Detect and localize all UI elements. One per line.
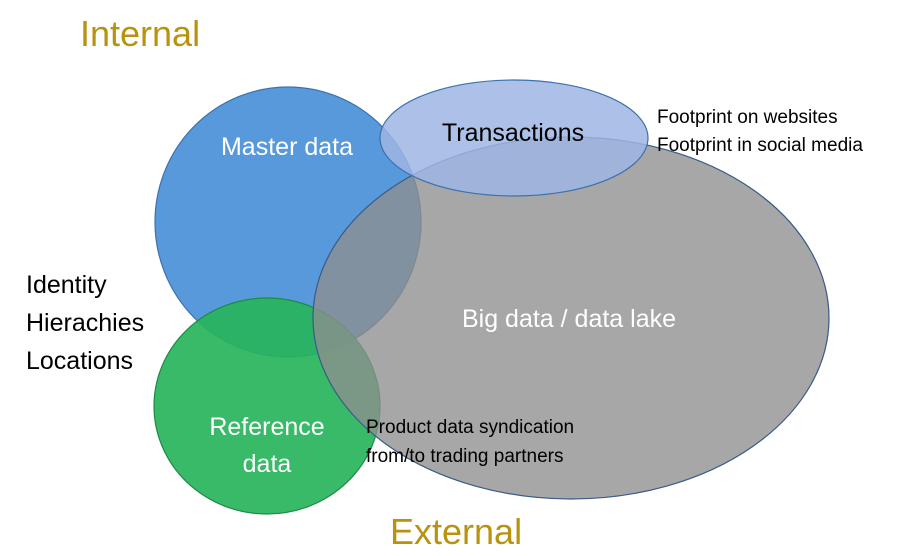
internal-heading: Internal [80, 13, 200, 54]
syndication-note-line1: Product data syndication [366, 417, 574, 438]
syndication-note-line2: from/to trading partners [366, 446, 563, 467]
identity-note-line1: Identity [26, 271, 107, 299]
transactions-ellipse [379, 79, 649, 197]
big-data-label: Big data / data lake [462, 305, 676, 333]
reference-data-label-line1: Reference [209, 413, 324, 441]
transactions-label: Transactions [442, 119, 584, 147]
footprint-note-line2: Footprint in social media [657, 135, 863, 156]
identity-note-line2: Hierachies [26, 309, 144, 337]
footprint-note-line1: Footprint on websites [657, 107, 838, 128]
external-heading: External [390, 511, 522, 552]
reference-data-label-line2: data [243, 450, 292, 478]
identity-note-line3: Locations [26, 347, 133, 375]
master-data-label: Master data [221, 133, 353, 161]
